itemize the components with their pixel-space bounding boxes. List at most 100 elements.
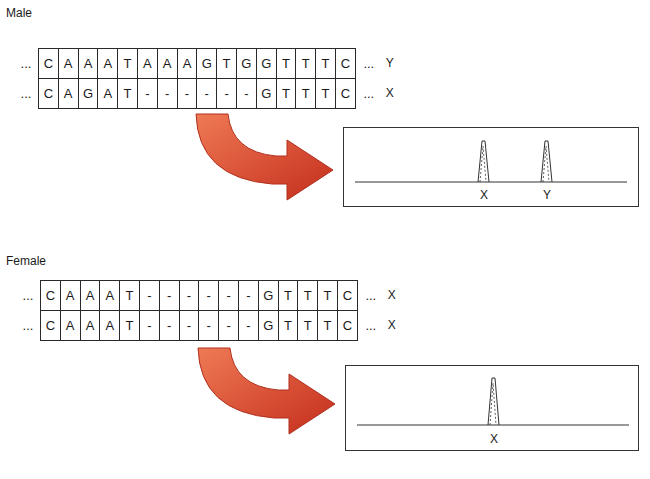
ellipsis-box: ... — [358, 78, 380, 108]
sequence-cell-box: T — [317, 280, 338, 311]
sequence-cell-box: A — [60, 280, 81, 311]
sequence-cell-box: T — [119, 310, 140, 341]
sequence-cell-box: T — [276, 78, 297, 109]
sequence-cell: A — [183, 56, 192, 71]
sequence-cell: C — [46, 318, 55, 333]
sequence-cell-box: - — [137, 78, 158, 109]
sequence-cell: - — [244, 86, 248, 101]
sequence-cell-box: A — [58, 78, 79, 109]
sequence-cell: G — [202, 56, 212, 71]
sequence-cell-box: A — [137, 48, 158, 79]
sequence-cell: T — [124, 56, 132, 71]
sequence-cell-box: - — [159, 310, 180, 341]
section-heading-box: Male — [6, 4, 66, 22]
sequence-cell: - — [185, 86, 189, 101]
sequence-cell-box: T — [295, 48, 316, 79]
chromosome-label: Y — [386, 56, 394, 70]
sequence-cell-box: - — [238, 280, 259, 311]
sequence-cell: T — [223, 56, 231, 71]
sequence-cell-box: A — [78, 48, 99, 79]
ellipsis: ... — [21, 56, 32, 71]
sequence-cell: C — [341, 56, 350, 71]
sequence-cell: T — [124, 86, 132, 101]
sequence-cell: - — [187, 288, 191, 303]
sequence-cell: - — [167, 288, 171, 303]
sequence-cell-box: - — [238, 310, 259, 341]
sequence-cell: C — [343, 318, 352, 333]
sequence-cell: A — [66, 318, 75, 333]
sequence-cell: A — [66, 288, 75, 303]
sequence-cell-box: - — [179, 310, 200, 341]
sequence-cell-box: T — [278, 280, 299, 311]
sequence-cell: - — [187, 318, 191, 333]
sequence-cell-box: T — [117, 78, 138, 109]
sequence-cell: - — [145, 86, 149, 101]
sequence-cell-box: T — [117, 48, 138, 79]
sequence-cell: C — [343, 288, 352, 303]
sequence-cell: G — [83, 86, 93, 101]
ellipsis-box: ... — [358, 48, 380, 78]
sequence-cell-box: A — [80, 310, 101, 341]
sequence-cell-box: A — [177, 48, 198, 79]
ellipsis-box: ... — [18, 280, 38, 310]
sequence-cell: T — [302, 86, 310, 101]
sequence-cell: A — [64, 86, 73, 101]
sequence-cell: - — [226, 318, 230, 333]
sequence-cell-box: - — [196, 78, 217, 109]
sequence-cell-box: A — [97, 78, 118, 109]
sequence-cell: G — [241, 56, 251, 71]
sequence-cell: T — [282, 56, 290, 71]
ellipsis-box: ... — [16, 78, 36, 108]
curved-arrow — [198, 348, 335, 434]
sequence-cell: C — [341, 86, 350, 101]
section-heading: Male — [6, 6, 32, 20]
sequence-cell: - — [205, 86, 209, 101]
ellipsis-box: ... — [16, 48, 36, 78]
sequence-cell-box: - — [198, 280, 219, 311]
sequence-cell: G — [263, 288, 273, 303]
sequence-cell: C — [44, 56, 53, 71]
chromosome-label-box: X — [385, 310, 399, 340]
sequence-cell-box: A — [99, 280, 120, 311]
section-heading: Female — [6, 254, 46, 268]
ellipsis-box: ... — [360, 280, 382, 310]
sequence-cell: A — [105, 288, 114, 303]
sequence-cell: - — [246, 318, 250, 333]
sequence-cell-box: T — [278, 310, 299, 341]
chromosome-label-box: Y — [383, 48, 397, 78]
chromosome-label: X — [386, 86, 394, 100]
electropherogram-box: X — [345, 365, 639, 451]
sequence-cell: - — [165, 86, 169, 101]
sequence-cell: T — [304, 318, 312, 333]
ellipsis: ... — [365, 318, 376, 333]
electropherogram — [357, 378, 629, 425]
sequence-cell-box: - — [177, 78, 198, 109]
sequence-cell-box: - — [216, 78, 237, 109]
chromosome-label-box: X — [383, 78, 397, 108]
sequence-cell-box: A — [157, 48, 178, 79]
sequence-cell-box: C — [40, 310, 61, 341]
sequence-cell-box: G — [196, 48, 217, 79]
sequence-cell: T — [126, 318, 134, 333]
sequence-cell: - — [147, 318, 151, 333]
sequence-cell-box: T — [297, 280, 318, 311]
sequence-cell-box: - — [218, 310, 239, 341]
sequence-cell: A — [64, 56, 73, 71]
sequence-cell-box: T — [276, 48, 297, 79]
sequence-cell-box: G — [256, 48, 277, 79]
sequence-cell: - — [246, 288, 250, 303]
sequence-cell-box: - — [159, 280, 180, 311]
sequence-cell: A — [86, 288, 95, 303]
sequence-cell-box: C — [335, 48, 356, 79]
sequence-cell: - — [224, 86, 228, 101]
sequence-cell-box: T — [297, 310, 318, 341]
sequence-cell-box: G — [236, 48, 257, 79]
sequence-cell-box: A — [60, 310, 81, 341]
sequence-cell-box: T — [315, 48, 336, 79]
sequence-cell-box: A — [58, 48, 79, 79]
sequence-cell-box: C — [337, 280, 358, 311]
sequence-cell-box: - — [236, 78, 257, 109]
chromosome-label: X — [388, 318, 396, 332]
sequence-cell: - — [207, 288, 211, 303]
